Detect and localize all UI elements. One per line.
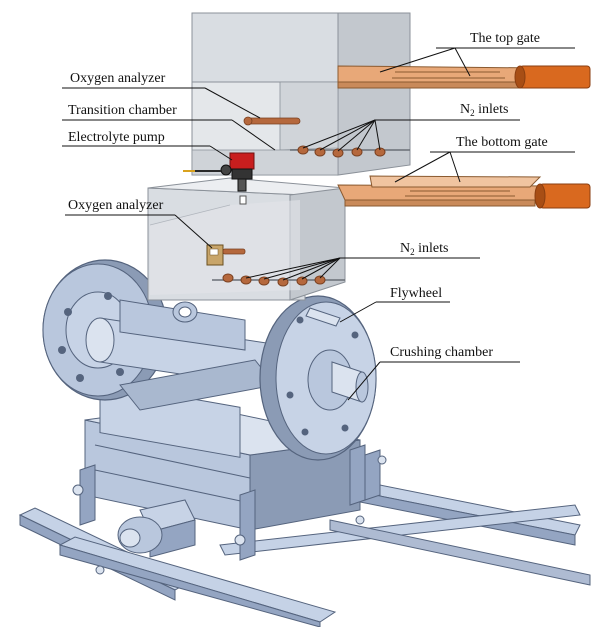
top-gate-cylinder: [514, 65, 591, 89]
label-n2-inlets-upper: N2 inlets: [460, 102, 508, 118]
label-n2-inlets-lower: N2 inlets: [400, 241, 448, 257]
labels: The top gate Oxygen analyzer N2 inlets T…: [68, 31, 548, 360]
bearing-block: [117, 499, 196, 558]
upper-oxygen-analyzer: [243, 116, 301, 126]
lower-oxygen-analyzer: [206, 244, 246, 266]
main-shaft: [85, 299, 301, 411]
bottom-gate-cylinder: [534, 183, 591, 209]
label-top-gate: The top gate: [470, 31, 540, 46]
label-bottom-gate: The bottom gate: [456, 135, 548, 150]
lower-n2-nozzles: [212, 273, 345, 287]
leader-lines: [62, 47, 575, 401]
upper-n2-nozzles: [290, 145, 410, 158]
right-wheel: [259, 295, 377, 461]
upper-chamber: [191, 12, 411, 176]
bottom-gate: [337, 175, 552, 207]
label-flywheel: Flywheel: [390, 286, 442, 301]
top-gate: [337, 65, 542, 89]
label-transition-chamber: Transition chamber: [68, 103, 177, 118]
label-oxygen-analyzer-upper: Oxygen analyzer: [70, 71, 166, 86]
electrolyte-pump: [183, 152, 255, 205]
label-oxygen-analyzer-lower: Oxygen analyzer: [68, 198, 164, 213]
label-electrolyte-pump: Electrolyte pump: [68, 130, 165, 145]
base-bolts: [72, 455, 387, 575]
label-crushing-chamber: Crushing chamber: [390, 345, 493, 360]
